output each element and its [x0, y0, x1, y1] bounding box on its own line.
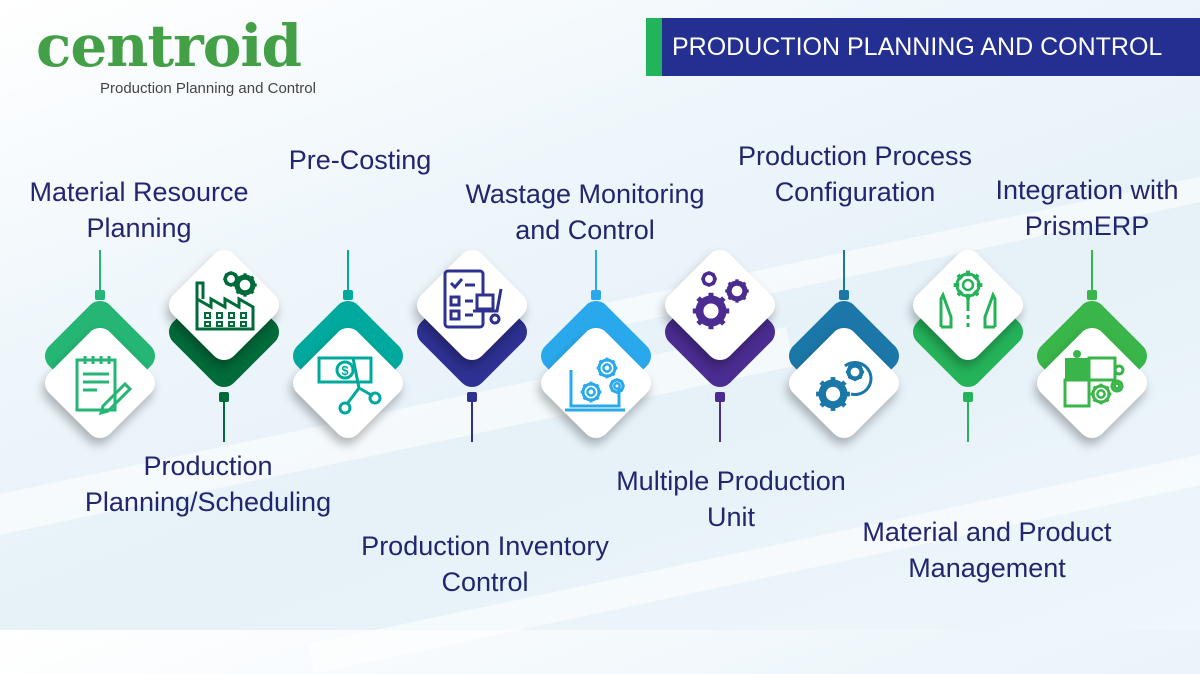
connector-knob: [839, 290, 849, 300]
connector-line: [471, 398, 473, 442]
logo-subtitle: Production Planning and Control: [100, 80, 316, 97]
connector-line: [347, 250, 349, 292]
svg-text:$: $: [341, 363, 349, 378]
connector-line: [719, 398, 721, 442]
gears-icon: [692, 271, 749, 330]
feature-label: Pre-Costing: [288, 145, 432, 175]
page-title-banner: PRODUCTION PLANNING AND CONTROL: [646, 18, 1200, 76]
connector-knob: [219, 392, 229, 402]
connector-knob: [963, 392, 973, 402]
connector-knob: [1087, 290, 1097, 300]
connector-knob: [95, 290, 105, 300]
laptop-gears-icon: [565, 357, 625, 412]
connector-line: [99, 250, 101, 292]
connector-line: [843, 250, 845, 292]
connector-line: [223, 398, 225, 442]
connector-knob: [715, 392, 725, 402]
puzzle-gears-icon: [1063, 350, 1125, 408]
connector-knob: [467, 392, 477, 402]
checklist-cart-icon: [443, 269, 503, 329]
connector-line: [595, 250, 597, 292]
gear-process-icon: [816, 361, 873, 411]
logo-wordmark: centroid: [36, 12, 302, 80]
connector-line: [1091, 250, 1093, 292]
notepad-pencil-icon: [75, 356, 133, 416]
connector-knob: [343, 290, 353, 300]
factory-gears-icon: [195, 271, 257, 331]
connector-knob: [591, 290, 601, 300]
idea-hands-icon: [939, 270, 997, 329]
money-scissors-icon: $: [317, 356, 382, 415]
connector-line: [967, 398, 969, 442]
logo: centroid Production Planning and Control: [36, 12, 316, 97]
